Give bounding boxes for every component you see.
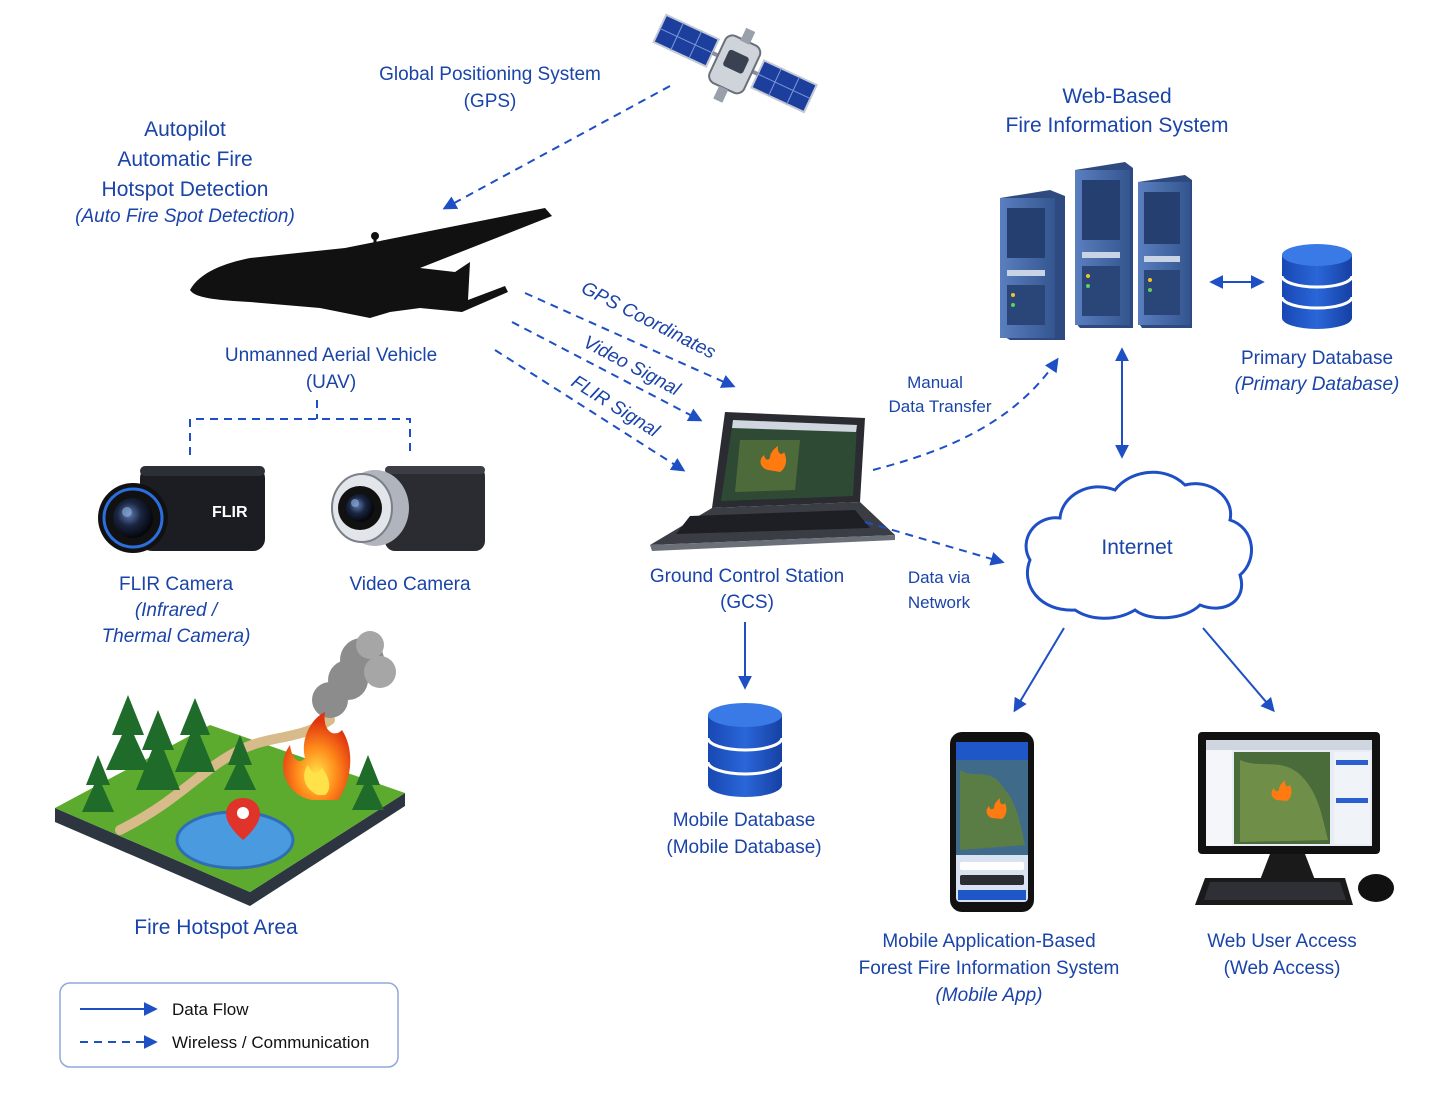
svg-text:Global Positioning System: Global Positioning System — [379, 64, 601, 85]
manual-transfer-label: Manual Data Transfer — [889, 373, 992, 416]
web-system-label: Web-Based Fire Information System — [1006, 85, 1229, 137]
internet-label: Internet — [1101, 536, 1172, 559]
satellite-icon — [652, 13, 819, 114]
video-signal-arrow — [511, 321, 703, 422]
svg-text:Mobile Database: Mobile Database — [673, 810, 816, 831]
forest-trees-icon — [82, 695, 384, 812]
svg-text:Manual: Manual — [907, 373, 963, 392]
svg-text:Data via: Data via — [908, 568, 971, 587]
internet-to-web-arrow — [1202, 627, 1275, 713]
gcs-to-internet-arrow — [864, 521, 1005, 566]
flir-signal-arrow — [494, 349, 686, 472]
fire-hotspot-area-illustration — [55, 631, 405, 906]
video-camera-label: Video Camera — [349, 574, 471, 595]
uav-label: Unmanned Aerial Vehicle (UAV) — [225, 345, 437, 393]
fire-hotspot-label: Fire Hotspot Area — [134, 916, 298, 939]
legend-wireless: Wireless / Communication — [172, 1033, 369, 1052]
svg-text:(GCS): (GCS) — [720, 592, 774, 613]
svg-text:(Mobile App): (Mobile App) — [935, 985, 1042, 1006]
svg-text:Unmanned Aerial Vehicle: Unmanned Aerial Vehicle — [225, 345, 437, 366]
flir-camera-icon: FLIR — [98, 466, 265, 553]
web-access-label: Web User Access (Web Access) — [1207, 931, 1357, 979]
gps-label: Global Positioning System (GPS) — [379, 64, 601, 112]
uav-aircraft-icon — [190, 208, 552, 318]
internet-to-mobile-arrow — [1013, 627, 1065, 713]
svg-text:Primary Database: Primary Database — [1241, 348, 1393, 369]
web-server-rack-icon — [1000, 162, 1192, 340]
data-network-label: Data via Network — [908, 568, 971, 612]
uav-camera-bracket — [189, 400, 411, 455]
svg-text:Thermal Camera): Thermal Camera) — [102, 626, 251, 647]
svg-text:Forest Fire Information System: Forest Fire Information System — [859, 958, 1120, 979]
svg-text:(Mobile Database): (Mobile Database) — [666, 837, 821, 858]
mobile-database-label: Mobile Database (Mobile Database) — [666, 810, 821, 858]
svg-text:Automatic Fire: Automatic Fire — [117, 148, 252, 171]
autopilot-label: Autopilot Automatic Fire Hotspot Detecti… — [75, 118, 295, 227]
mobile-app-label: Mobile Application-Based Forest Fire Inf… — [859, 931, 1120, 1006]
legend: Data Flow Wireless / Communication — [59, 982, 399, 1068]
primary-database-icon — [1280, 244, 1354, 329]
legend-data-flow: Data Flow — [172, 1000, 249, 1019]
svg-text:Mobile Application-Based: Mobile Application-Based — [882, 931, 1095, 952]
gps-to-uav-arrow — [442, 85, 671, 210]
primary-database-label: Primary Database (Primary Database) — [1235, 348, 1400, 395]
svg-text:(Web Access): (Web Access) — [1224, 958, 1341, 979]
svg-text:(GPS): (GPS) — [464, 91, 517, 112]
flir-brand-label: FLIR — [212, 504, 248, 521]
svg-text:Hotspot Detection: Hotspot Detection — [102, 178, 269, 201]
svg-text:FLIR Camera: FLIR Camera — [119, 574, 233, 595]
svg-text:Fire Information System: Fire Information System — [1006, 114, 1229, 137]
smoke-icon — [312, 631, 396, 718]
svg-text:Web User Access: Web User Access — [1207, 931, 1357, 952]
mobile-database-icon — [706, 703, 784, 797]
smartphone-app-icon — [950, 732, 1034, 912]
gps-coordinates-arrow — [524, 292, 736, 388]
manual-transfer-arrow — [872, 357, 1059, 471]
desktop-computer-icon — [1195, 732, 1394, 905]
video-camera-icon — [331, 466, 485, 551]
gcs-label: Ground Control Station (GCS) — [650, 566, 844, 613]
svg-text:(Infrared /: (Infrared / — [135, 600, 219, 621]
connection-arrows — [189, 85, 1275, 713]
svg-text:Network: Network — [908, 593, 971, 612]
ground-control-laptop-icon — [650, 412, 895, 551]
svg-text:(Auto Fire Spot Detection): (Auto Fire Spot Detection) — [75, 206, 295, 227]
fire-flame-icon — [283, 712, 351, 800]
svg-text:Ground Control Station: Ground Control Station — [650, 566, 844, 587]
location-pin-icon — [226, 798, 260, 840]
svg-text:Autopilot: Autopilot — [144, 118, 226, 141]
svg-text:Web-Based: Web-Based — [1062, 85, 1171, 108]
svg-text:(Primary Database): (Primary Database) — [1235, 374, 1400, 395]
svg-text:Data Transfer: Data Transfer — [889, 397, 992, 416]
svg-text:(UAV): (UAV) — [306, 372, 356, 393]
internet-cloud-icon — [1024, 470, 1253, 620]
flir-camera-label: FLIR Camera (Infrared / Thermal Camera) — [102, 574, 251, 647]
